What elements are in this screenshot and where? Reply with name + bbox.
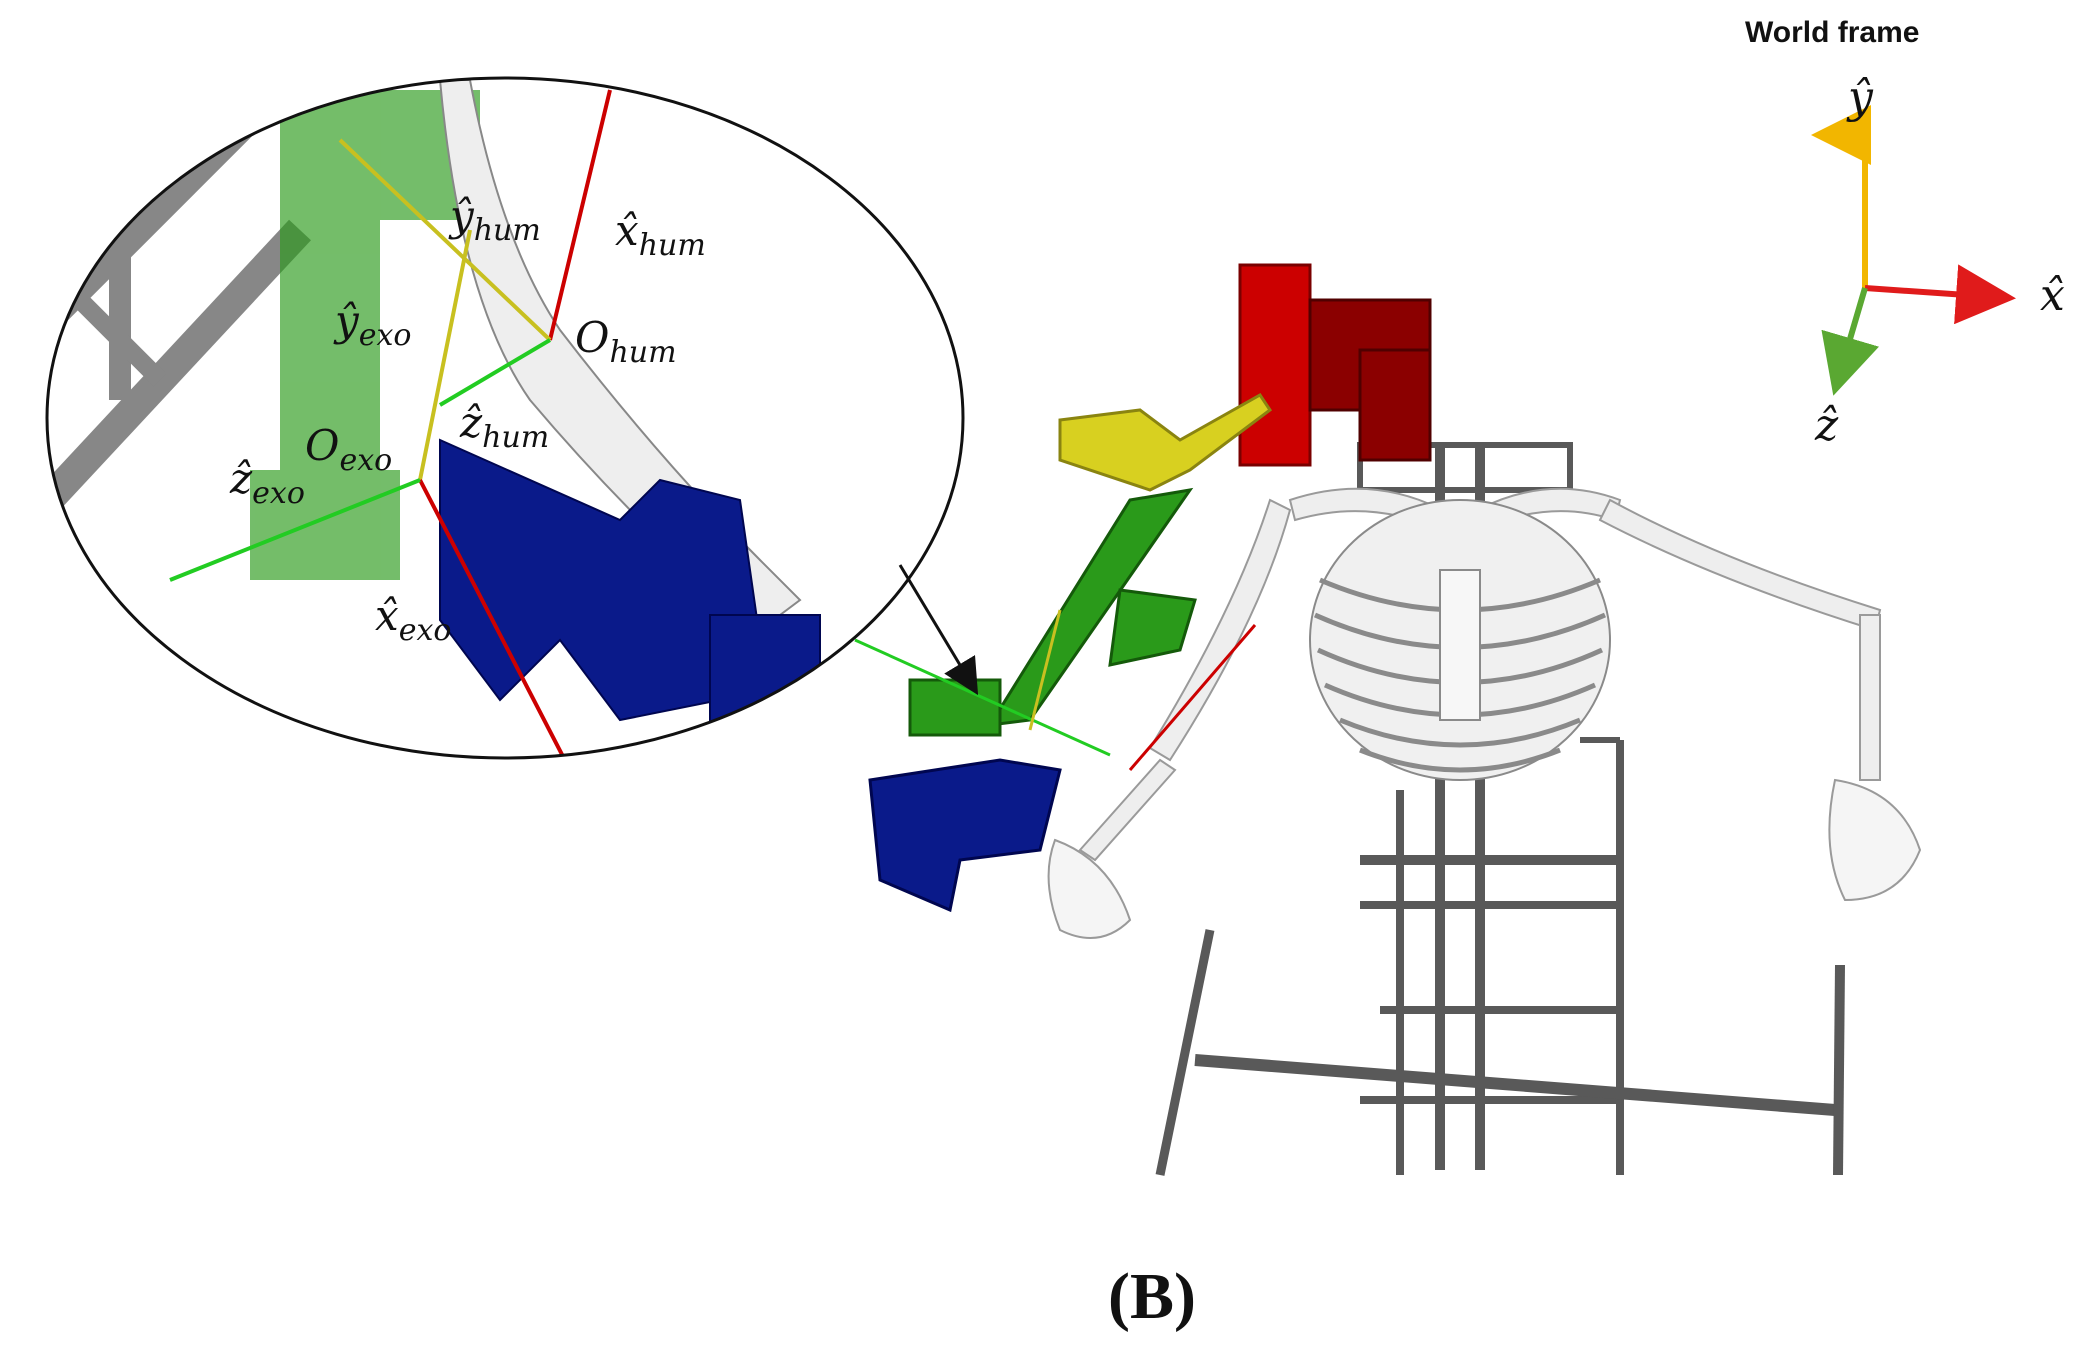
label-z-hum: ẑhum (459, 398, 549, 455)
label-o-exo: Oexo (305, 421, 392, 478)
world-x-axis (1864, 264, 2016, 325)
label-x-hum: x̂hum (615, 206, 706, 263)
panel-label: (B) (1108, 1260, 1196, 1333)
label-y-hum: ŷhum (448, 191, 541, 248)
world-frame-title: World frame (1745, 16, 1919, 49)
world-x-label: x̂ (2040, 270, 2065, 321)
label-o-hum: Ohum (575, 313, 677, 370)
skeleton (1047, 487, 1922, 939)
world-y-label: ŷ (1846, 72, 1874, 123)
world-z-label: ẑ (1814, 400, 1839, 451)
world-z-axis (1821, 287, 1880, 396)
label-x-exo: x̂exo (375, 591, 451, 648)
label-z-exo: ẑexo (229, 454, 305, 511)
zoom-inset (45, 76, 965, 760)
zoom-pointer-arrow (898, 564, 979, 696)
label-y-exo: ŷexo (333, 296, 411, 353)
exoskeleton (854, 263, 1432, 913)
world-frame-axes: World frame ŷ x̂ ẑ (1745, 16, 2065, 451)
